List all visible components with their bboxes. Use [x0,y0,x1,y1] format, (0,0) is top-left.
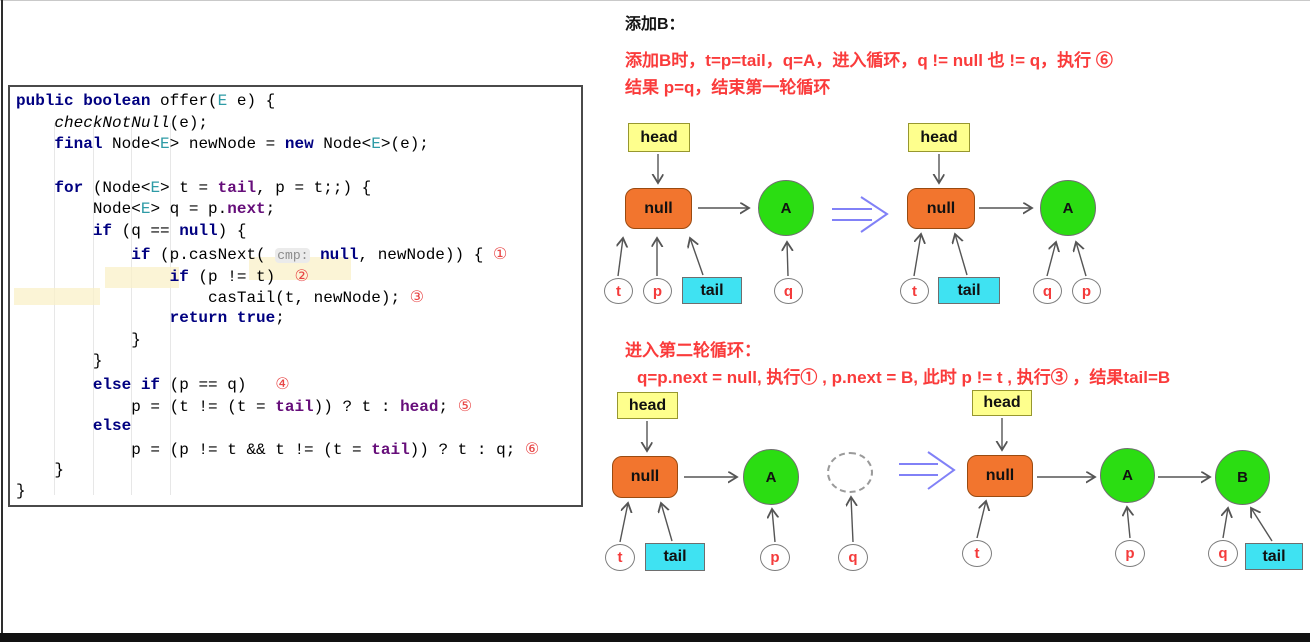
pointer-t: t [962,540,992,567]
annotation-step2-line: q=p.next = null, 执行① , p.next = B, 此时 p … [637,368,1171,387]
pointer-p: p [760,544,790,571]
pointer-p: p [1115,540,1145,567]
head-box: head [972,390,1032,416]
pending-node-placeholder [827,452,873,493]
indent-guide [170,123,171,495]
pointer-q: q [1033,278,1062,304]
tail-box: tail [645,543,705,571]
frame-left-line [1,0,3,642]
annotation-step1-line2: 结果 p=q，结束第一轮循环 [625,78,831,97]
section-title: 添加B： [625,16,685,33]
tail-box: tail [938,277,1000,304]
tail-box: tail [1245,543,1303,570]
frame-bottom-bar [0,633,1310,642]
null-node: null [612,456,678,498]
indent-guide [93,123,94,495]
pointer-q: q [774,278,803,304]
node-a: A [1100,448,1155,503]
pointer-p: p [1072,278,1101,304]
highlight-mark [105,267,179,288]
node-a: A [758,180,814,236]
pointer-q: q [838,544,868,571]
null-node: null [907,188,975,229]
pointer-t: t [605,544,635,571]
highlight-mark [14,288,100,305]
code-lines: public boolean offer(E e) { checkNotNull… [16,92,540,501]
annotation-step1-line1: 添加B时，t=p=tail，q=A，进入循环，q != null 也 != q，… [625,51,1113,70]
null-node: null [967,455,1033,497]
pointer-q: q [1208,540,1238,567]
pointer-p: p [643,278,672,304]
head-box: head [628,123,690,152]
node-b: B [1215,450,1270,505]
code-panel: public boolean offer(E e) { checkNotNull… [8,85,583,507]
transition-arrow-1 [832,196,889,233]
pointer-t: t [900,278,929,304]
annotation-step2-title: 进入第二轮循环： [625,341,761,360]
head-box: head [908,123,970,152]
highlight-mark [249,257,351,280]
node-a: A [1040,180,1096,236]
transition-arrow-2 [899,451,956,490]
pointer-t: t [604,278,633,304]
null-node: null [625,188,692,229]
frame-top-line [0,0,1310,1]
node-a: A [743,449,799,505]
head-box: head [617,392,678,419]
indent-guide [54,123,55,495]
tail-box: tail [682,277,742,304]
indent-guide [131,123,132,495]
